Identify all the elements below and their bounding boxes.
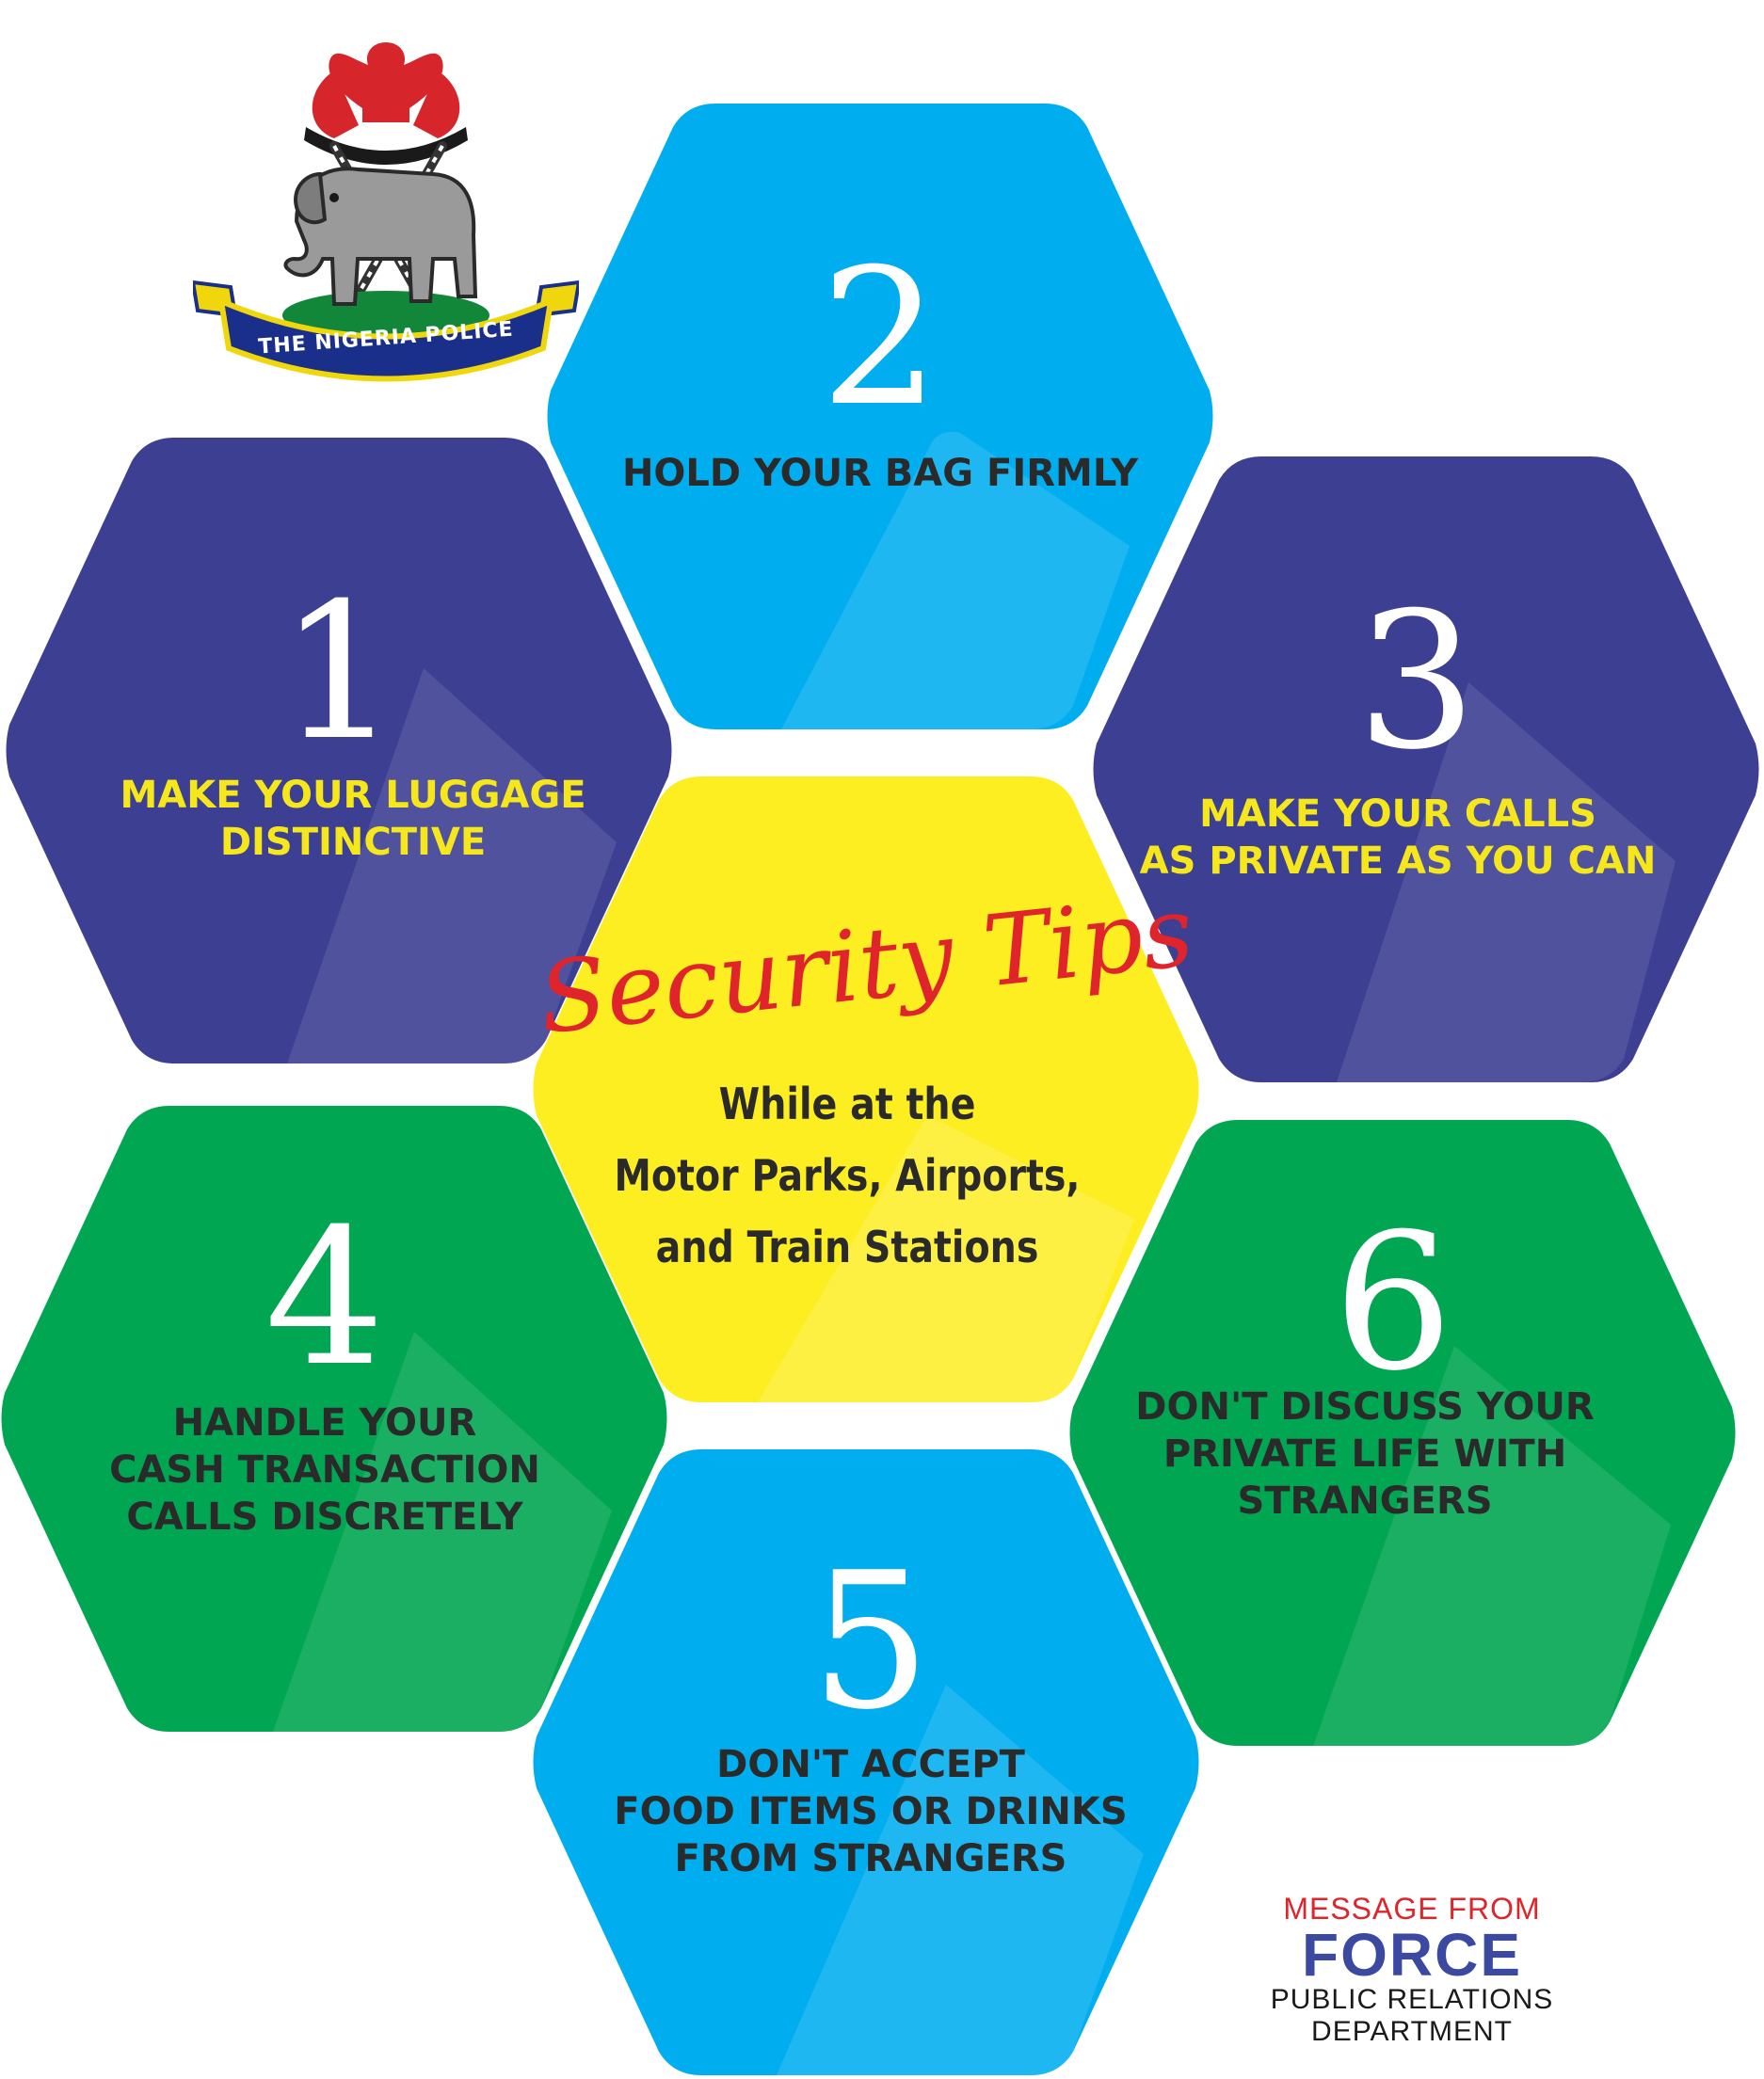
footer-department: PUBLIC RELATIONS DEPARTMENT: [1270, 1984, 1554, 2047]
nigeria-police-logo: THE NIGERIA POLICE: [190, 33, 582, 400]
tip-6-shape: [1069, 1120, 1736, 1746]
tip-5-text: DON'T ACCEPT FOOD ITEMS OR DRINKS FROM S…: [614, 1743, 1128, 1880]
tip-6-number: 6: [1333, 1193, 1453, 1413]
tip-1-text: MAKE YOUR LUGGAGE DISTINCTIVE: [120, 774, 586, 864]
tip-6-hexagon: 6 DON'T DISCUSS YOUR PRIVATE LIFE WITH S…: [1068, 1120, 1737, 1746]
tip-5-hexagon: 5 DON'T ACCEPT FOOD ITEMS OR DRINKS FROM…: [532, 1449, 1200, 2075]
tip-4-shape: [1, 1106, 667, 1732]
tip-3-shape: [1093, 456, 1759, 1082]
center-shape: [533, 776, 1199, 1402]
tip-3-number: 3: [1356, 572, 1477, 792]
tip-1-number: 1: [279, 563, 399, 782]
tip-1-shape: [6, 438, 672, 1063]
tip-4-hexagon: 4 HANDLE YOUR CASH TRANSACTION CALLS DIS…: [0, 1106, 668, 1732]
tip-2-text: HOLD YOUR BAG FIRMLY: [621, 452, 1139, 495]
tip-5-shape: [533, 1449, 1199, 2075]
tip-3-hexagon: 3 MAKE YOUR CALLS AS PRIVATE AS YOU CAN: [1092, 456, 1760, 1082]
tip-1-hexagon: 1 MAKE YOUR LUGGAGE DISTINCTIVE: [5, 438, 673, 1063]
tip-2-hexagon: 2 HOLD YOUR BAG FIRMLY: [546, 104, 1214, 729]
center-hexagon: Security Tips While at the Motor Parks, …: [532, 776, 1200, 1402]
tip-4-number: 4: [265, 1189, 385, 1408]
tip-2-number: 2: [820, 229, 940, 448]
tip-5-number: 5: [810, 1532, 931, 1751]
footer-force: FORCE: [1302, 1921, 1522, 1989]
footer-message-from: MESSAGE FROM: [1283, 1892, 1541, 1926]
tip-2-shape: [547, 104, 1213, 729]
tip-4-text: HANDLE YOUR CASH TRANSACTION CALLS DISCR…: [109, 1401, 540, 1539]
nigeria-police-crest-icon: [190, 42, 582, 382]
footer-message: MESSAGE FROM FORCE PUBLIC RELATIONS DEPA…: [1224, 1892, 1600, 2048]
center-subtitle: While at the Motor Parks, Airports, and …: [614, 1079, 1081, 1272]
tip-6-text: DON'T DISCUSS YOUR PRIVATE LIFE WITH STR…: [1135, 1385, 1595, 1523]
tip-3-text: MAKE YOUR CALLS AS PRIVATE AS YOU CAN: [1139, 792, 1657, 883]
